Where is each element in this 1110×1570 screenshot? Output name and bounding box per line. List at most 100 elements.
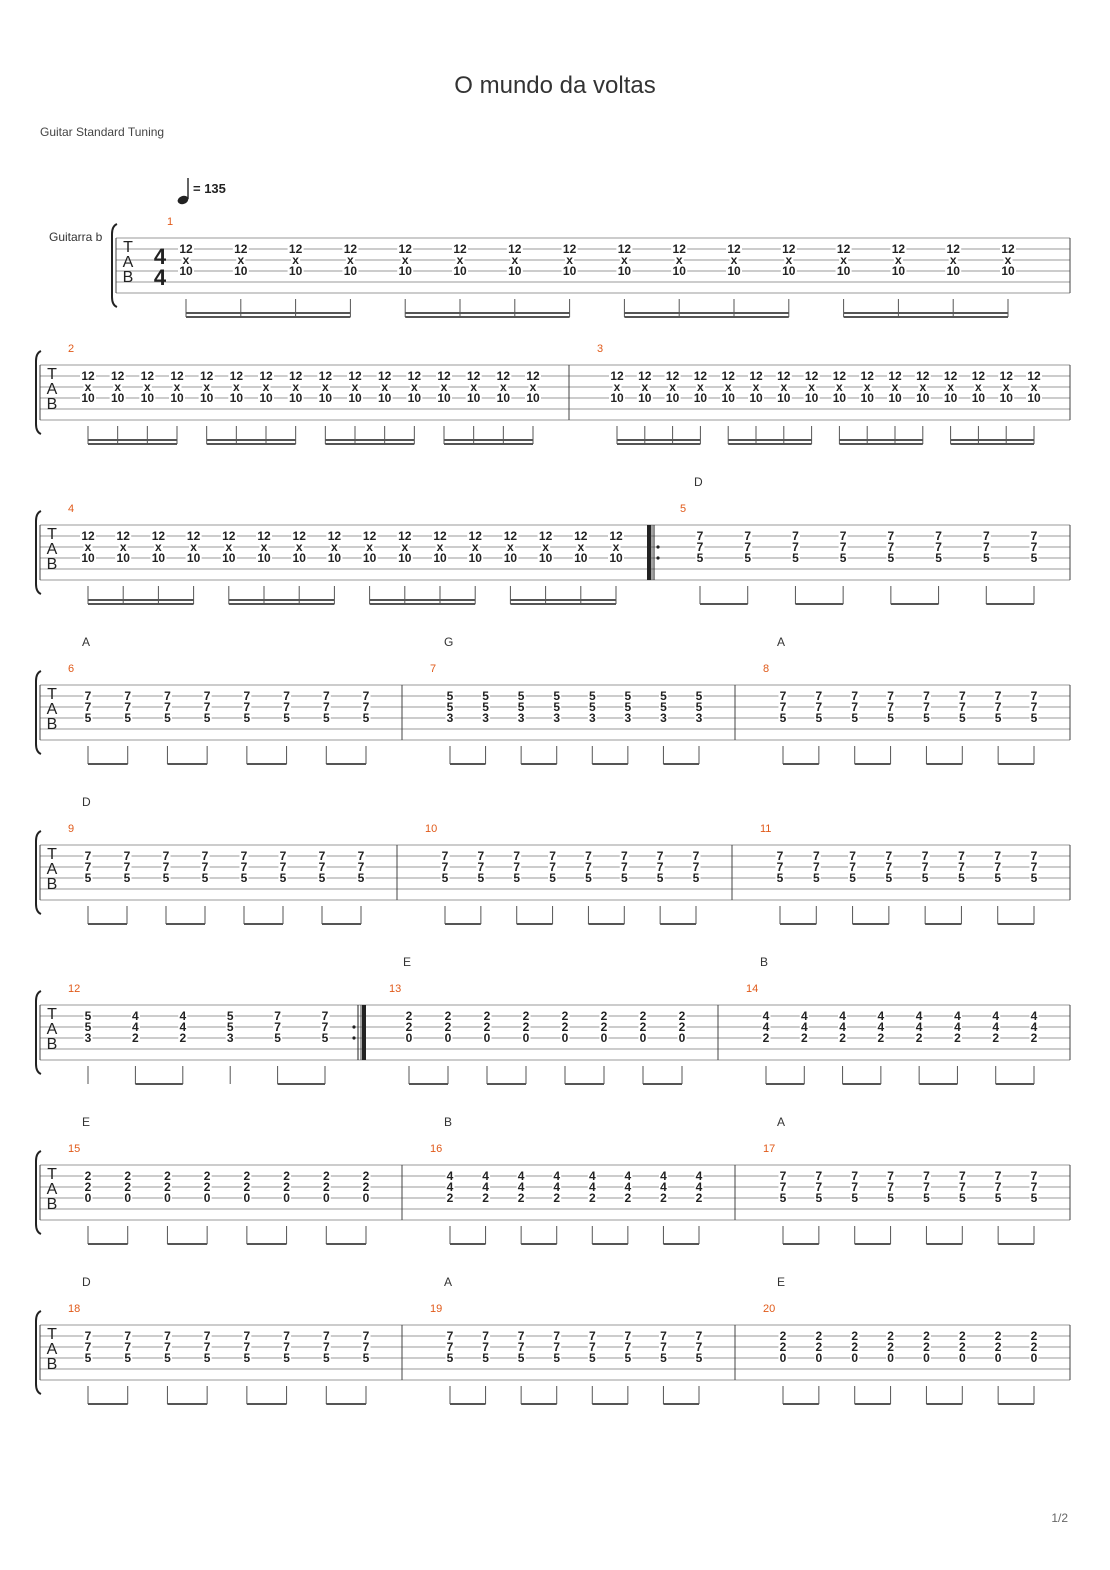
fret-background (185, 530, 202, 541)
fret-number: 10 (293, 551, 307, 565)
fret-background (748, 392, 764, 403)
fret-number: x (155, 540, 162, 554)
fret-number: 7 (164, 1340, 171, 1354)
fret-number: 2 (523, 1009, 530, 1023)
fret-background (1029, 1352, 1039, 1363)
fret-number: 5 (849, 871, 856, 885)
fret-background (356, 850, 366, 861)
fret-number: 7 (447, 1329, 454, 1343)
fret-number: 7 (553, 1340, 560, 1354)
fret-number: x (183, 253, 190, 267)
system-bracket (35, 1150, 42, 1235)
fret-background (282, 690, 292, 701)
fret-background (636, 370, 653, 381)
system-bracket (35, 830, 42, 915)
fret-background (287, 370, 304, 381)
fret-number: 7 (813, 860, 820, 874)
fret-number: 2 (696, 1191, 703, 1205)
tab-clef-letter: B (47, 876, 58, 893)
fret-number: 5 (744, 551, 751, 565)
fret-background (83, 861, 93, 872)
fret-number: 5 (994, 871, 1001, 885)
fret-background (273, 1021, 283, 1032)
fret-number: 0 (887, 1351, 894, 1365)
measure-number: 18 (68, 1303, 80, 1315)
fret-background (202, 1192, 212, 1203)
fret-number: x (402, 253, 409, 267)
fret-number: 7 (323, 1340, 330, 1354)
fret-number: 4 (660, 1169, 667, 1183)
fret-number: 5 (589, 700, 596, 714)
fret-background (884, 872, 894, 883)
fret-number: 12 (81, 369, 95, 383)
fret-number: 7 (958, 849, 965, 863)
fret-background (321, 690, 331, 701)
fret-background (884, 850, 894, 861)
measure-number: 19 (430, 1303, 442, 1315)
fret-number: 10 (833, 391, 847, 405)
fret-background (956, 861, 966, 872)
fret-background (178, 1032, 188, 1043)
tab-clef-letter: T (47, 686, 57, 703)
fret-number: 2 (562, 1020, 569, 1034)
fret-number: 4 (447, 1169, 454, 1183)
fret-number: 7 (274, 1020, 281, 1034)
fret-number: x (542, 540, 549, 554)
fret-number: 5 (923, 711, 930, 725)
fret-number: 0 (640, 1031, 647, 1045)
fret-background (921, 1341, 931, 1352)
fret-number: 7 (164, 700, 171, 714)
fret-number: 12 (141, 369, 155, 383)
fret-background (356, 861, 366, 872)
fret-number: 5 (227, 1009, 234, 1023)
fret-number: 7 (244, 1340, 251, 1354)
fret-background (948, 254, 958, 265)
fret-background (814, 1181, 824, 1192)
fret-number: 7 (124, 860, 131, 874)
fret-number: 7 (777, 849, 784, 863)
fret-number: 7 (983, 529, 990, 543)
fret-background (803, 392, 820, 403)
fret-background (178, 243, 194, 254)
fret-number: 12 (727, 242, 741, 256)
fret-background (561, 243, 578, 254)
fret-number: 7 (923, 1169, 930, 1183)
fret-number: x (621, 253, 628, 267)
fret-number: 4 (954, 1009, 961, 1023)
fret-number: 7 (280, 860, 287, 874)
fret-background (516, 1181, 526, 1192)
fret-background (921, 1192, 931, 1203)
fret-background (516, 690, 526, 701)
fret-number: 10 (508, 264, 522, 278)
chord-name: A (444, 1275, 452, 1289)
fret-background (599, 1032, 609, 1043)
measure-number: 17 (763, 1143, 775, 1155)
fret-background (623, 1352, 633, 1363)
fret-background (481, 1192, 491, 1203)
fret-number: 5 (363, 1351, 370, 1365)
fret-number: 5 (888, 551, 895, 565)
fret-background (850, 712, 860, 723)
repeat-dot (656, 556, 660, 560)
fret-number: 7 (744, 529, 751, 543)
fret-background (345, 254, 355, 265)
fret-background (548, 861, 558, 872)
fret-background (232, 265, 249, 276)
fret-number: 10 (972, 391, 986, 405)
fret-background (455, 254, 465, 265)
fret-number: x (437, 540, 444, 554)
fret-background (775, 370, 792, 381)
fret-number: 5 (202, 871, 209, 885)
fret-number: 4 (992, 1009, 999, 1023)
fret-number: 2 (484, 1009, 491, 1023)
fret-background (694, 1181, 704, 1192)
fret-background (743, 552, 753, 563)
fret-number: 10 (618, 264, 632, 278)
fret-background (993, 1192, 1003, 1203)
fret-background (918, 381, 928, 392)
fret-number: x (292, 253, 299, 267)
fret-number: 5 (625, 689, 632, 703)
fret-background (921, 712, 931, 723)
fret-number: 4 (132, 1020, 139, 1034)
fret-background (502, 530, 519, 541)
